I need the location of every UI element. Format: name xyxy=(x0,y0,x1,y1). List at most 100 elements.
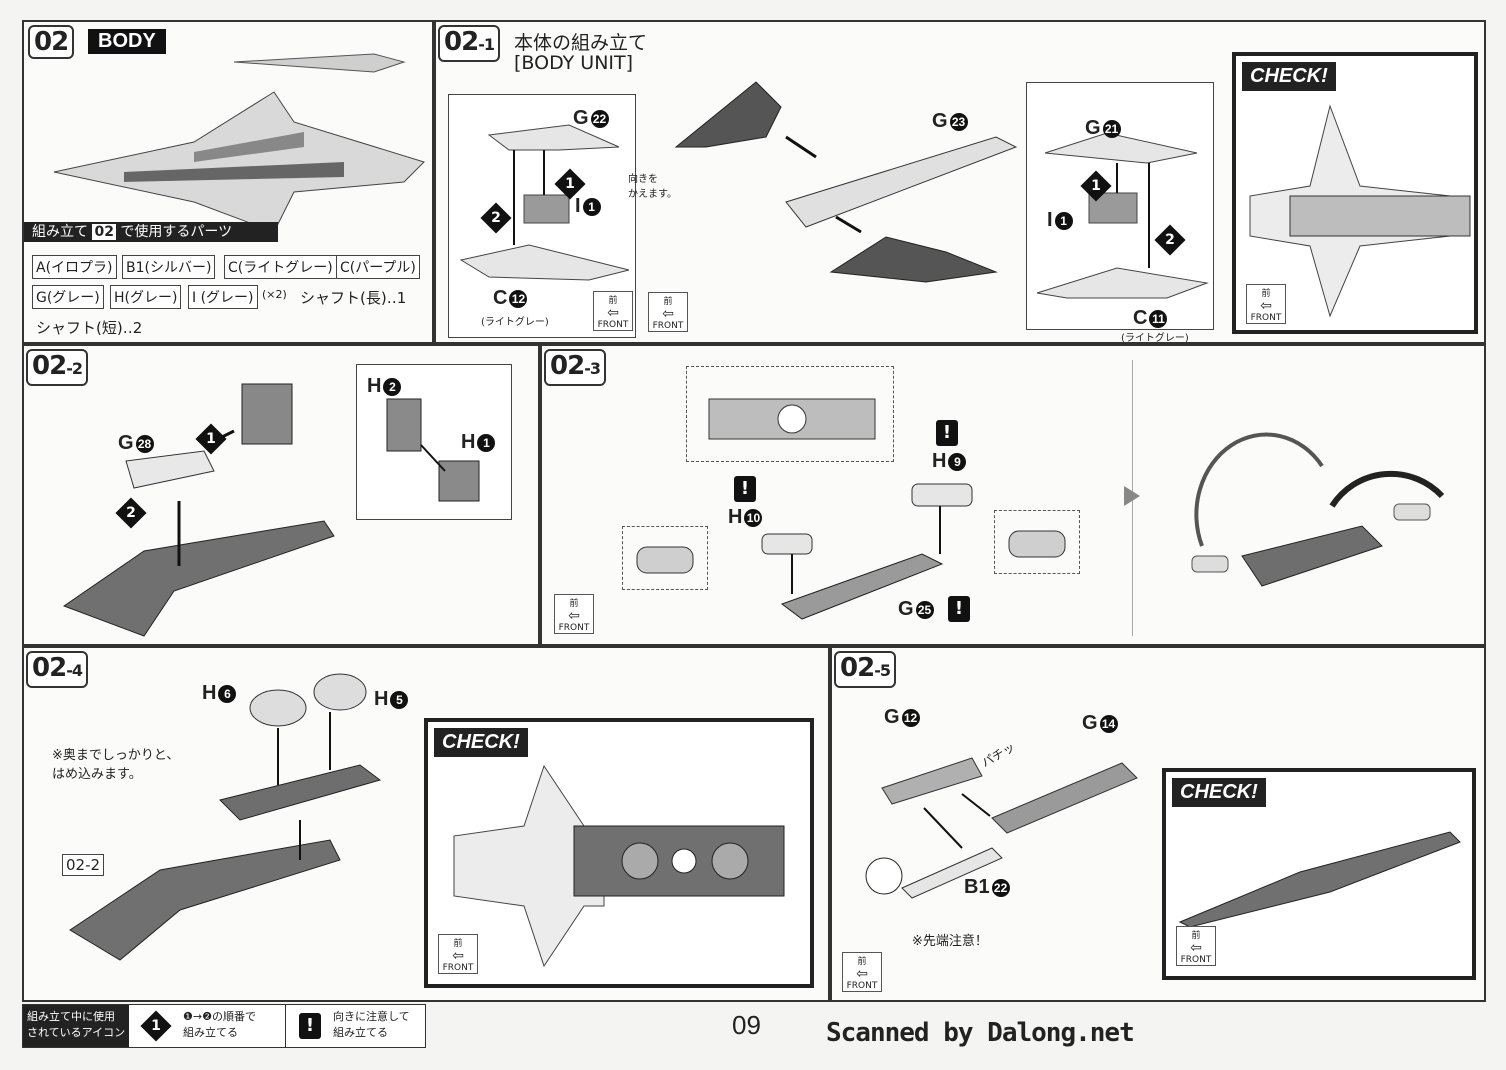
parts-header: 組み立て 02 で使用するパーツ xyxy=(24,222,278,242)
icon-legend: 組み立て中に使用 されているアイコン 1 ❶→❷の順番で 組み立てる ! 向きに… xyxy=(22,1004,426,1048)
check-tag: CHECK! xyxy=(1172,778,1266,807)
label-c12-color: (ライトグレー) xyxy=(481,317,549,328)
caution-icon: ! xyxy=(948,596,970,622)
rotate-note: 向きを かえます。 xyxy=(628,174,677,200)
shaft-long: シャフト(長)‥1 xyxy=(300,289,407,307)
front-indicator: 前⇦FRONT xyxy=(1176,926,1216,966)
detail-drawing xyxy=(708,398,876,440)
check-drawing xyxy=(1249,104,1471,318)
next-arrow-icon xyxy=(1124,486,1140,506)
assembly-drawing xyxy=(761,483,973,620)
part-drawing xyxy=(1036,132,1209,299)
part-b1: B1(シルバー) xyxy=(122,255,216,279)
reference-step: 02-2 xyxy=(62,854,105,876)
front-indicator: 前⇦FRONT xyxy=(1246,284,1286,324)
legend-order-text: ❶→❷の順番で 組み立てる xyxy=(183,1010,256,1039)
step-title-en: [BODY UNIT] xyxy=(514,52,634,74)
check-box: CHECK! 前⇦FRONT xyxy=(424,718,814,988)
jet-illustration xyxy=(53,53,425,233)
part-c-light-gray: C(ライトグレー) xyxy=(224,255,337,279)
step-num-2: 2 xyxy=(1154,224,1186,256)
press-note: ※奥までしっかりと、 はめ込みます。 xyxy=(52,748,180,782)
step-number: 02-5 xyxy=(834,651,896,688)
check-box: CHECK! 前⇦FRONT xyxy=(1232,52,1478,334)
step-number: 02-3 xyxy=(544,349,606,386)
legend-caution-text: 向きに注意して 組み立てる xyxy=(333,1010,410,1039)
page-number: 09 xyxy=(732,1010,761,1040)
shaft-short: シャフト(短)‥2 xyxy=(36,319,143,337)
step-order-icon: 1 xyxy=(140,1010,172,1042)
assembly-drawing xyxy=(69,673,382,961)
check-drawing xyxy=(1178,831,1461,928)
part-i: I (グレー) xyxy=(188,285,258,309)
check-tag: CHECK! xyxy=(1242,62,1336,91)
step-num-2: 2 xyxy=(115,497,147,529)
step-num-1: 1 xyxy=(554,168,586,200)
detail-drawing xyxy=(386,398,480,502)
front-indicator: 前⇦FRONT xyxy=(438,934,478,974)
check-box: CHECK! 前⇦FRONT xyxy=(1162,768,1476,980)
detail-right xyxy=(994,510,1080,574)
caution-icon: ! xyxy=(936,420,958,446)
legend-title: 組み立て中に使用 されているアイコン xyxy=(23,1005,129,1047)
assembly-drawing xyxy=(865,757,1138,899)
part-drawing xyxy=(459,124,630,281)
scanned-credit: Scanned by Dalong.net xyxy=(826,1018,1135,1048)
part-i-mult: (×2) xyxy=(262,288,287,301)
front-indicator: 前⇦FRONT xyxy=(842,952,882,992)
part-a: A(イロプラ) xyxy=(32,255,117,279)
step-num-2: 2 xyxy=(480,202,512,234)
check-tag: CHECK! xyxy=(434,728,528,757)
detail-drawing xyxy=(636,546,694,574)
folding-drawing xyxy=(1191,432,1445,587)
part-g: G(グレー) xyxy=(32,285,104,309)
step-title-jp: 本体の組み立て xyxy=(514,32,648,54)
section-title: BODY xyxy=(88,29,166,54)
body-assembly-drawing xyxy=(674,81,1018,283)
step-number: 02-2 xyxy=(26,349,88,386)
front-indicator: 前⇦FRONT xyxy=(648,292,688,332)
panel-02-body: 02 BODY 組み立て 02 で使用するパーツ A(イロプラ) B1(シルバー… xyxy=(22,20,434,344)
check-drawing xyxy=(453,764,785,968)
tip-caution-note: ※先端注意！ xyxy=(912,934,988,949)
caution-icon: ! xyxy=(734,476,756,502)
caution-icon: ! xyxy=(299,1013,321,1039)
step-num-1: 1 xyxy=(195,423,227,455)
detail-top xyxy=(686,366,894,462)
front-indicator: 前⇦FRONT xyxy=(593,291,633,331)
legend-divider xyxy=(285,1005,286,1047)
step-number: 02 xyxy=(28,25,75,59)
step-number: 02-1 xyxy=(438,25,500,62)
label-c11-color: (ライトグレー) xyxy=(1121,333,1189,344)
detail-left xyxy=(622,526,708,590)
part-h: H(グレー) xyxy=(110,285,182,309)
detail-drawing xyxy=(1008,530,1066,558)
step-number: 02-4 xyxy=(26,651,88,688)
part-c-purple: C(パープル) xyxy=(336,255,420,279)
